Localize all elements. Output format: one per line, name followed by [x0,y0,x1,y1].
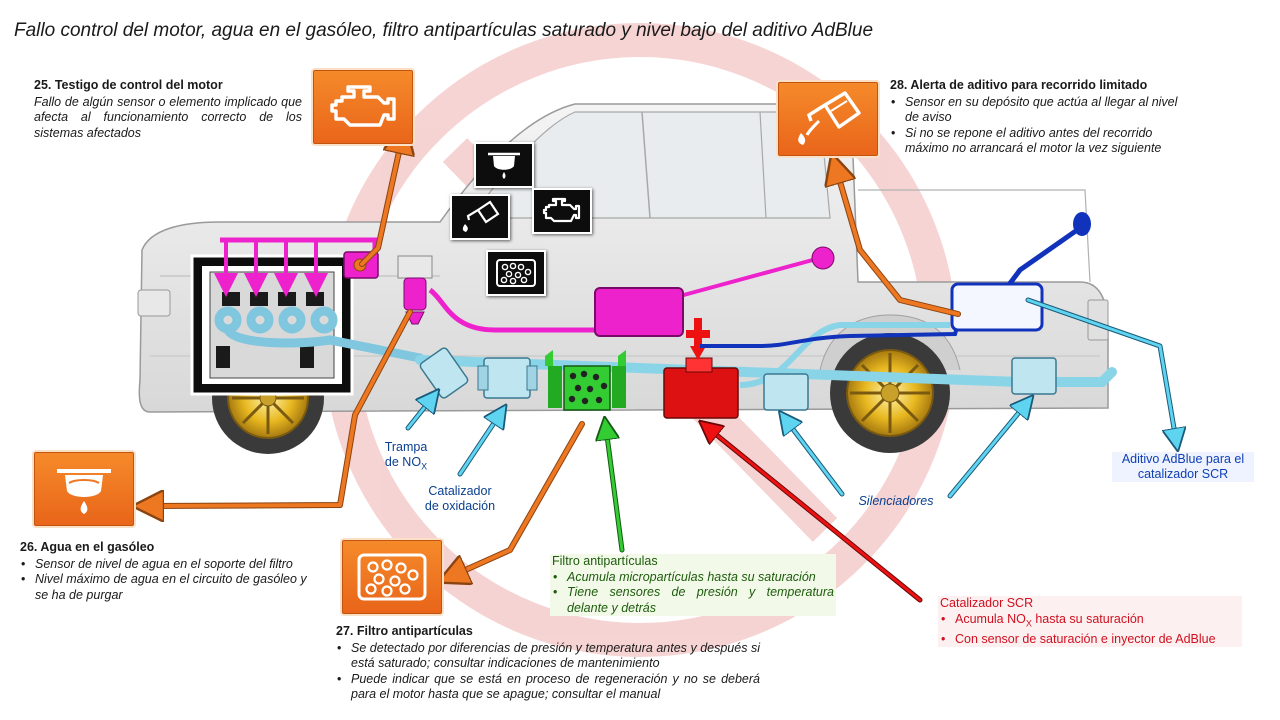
label-particle-filter-bullet: Tiene sensores de presión y temperatura … [552,585,834,616]
label-nox-trap: Trampa de NOX [370,440,442,475]
silencer-rear [1011,357,1057,395]
particle-filter-icon [357,553,427,601]
label-silencers: Silenciadores [858,494,934,508]
label-oxidation-catalyst: Catalizador de oxidación [412,484,508,514]
scr-catalyst-component [663,318,739,419]
label-scr-heading: Catalizador SCR [940,596,1034,610]
label-scr-bullet: Acumula NOX hasta su saturación [940,612,1240,632]
label-scr-catalyst: Catalizador SCR Acumula NOX hasta su sat… [938,596,1242,647]
block-particle-filter-warning-bullet: Se detectado por diferencias de presión … [336,641,760,672]
label-particle-filter-bullet: Acumula micropartículas hasta su saturac… [552,570,834,586]
mini-engine-check-icon [532,188,592,234]
particle-filter-icon [496,259,536,287]
block-particle-filter-warning: 27. Filtro antipartículas Se detectado p… [336,624,760,703]
mini-water-in-fuel-icon [474,142,534,188]
silencer-front [763,373,809,411]
label-nox-trap-line1: Trampa [384,440,428,454]
engine-block [190,237,425,396]
block-adblue-alert-bullet: Si no se repone el aditivo antes del rec… [890,126,1182,157]
block-adblue-alert: 28. Alerta de aditivo para recorrido lim… [890,78,1182,157]
label-scr-bullet1-sub: X [1025,618,1032,628]
fuel-filler [811,246,835,270]
label-nox-trap-sub: X [421,461,428,472]
block-engine-warning-heading: 25. Testigo de control del motor [34,78,223,92]
block-water-in-fuel-bullet: Sensor de nivel de agua en el soporte de… [20,557,322,573]
sensor-line-magenta [679,256,821,298]
block-particle-filter-warning-bullet: Puede indicar que se está en proceso de … [336,672,760,703]
particle-filter-tile [342,540,442,614]
adblue-filler [1073,212,1091,236]
page-title: Fallo control del motor, agua en el gasó… [14,20,874,41]
label-adblue-line2: catalizador SCR [1137,467,1229,481]
block-adblue-alert-heading: 28. Alerta de aditivo para recorrido lim… [890,78,1148,92]
nox-trap-component [419,347,469,399]
label-oxidation-line1: Catalizador [428,484,492,498]
adblue-alert-tile [778,82,878,156]
label-particle-filter: Filtro antipartículas Acumula micropartí… [550,554,836,616]
water-in-fuel-tile [34,452,134,526]
label-adblue-tank: Aditivo AdBlue para el catalizador SCR [1112,452,1254,482]
adblue-refill-icon [798,91,861,145]
block-engine-warning: 25. Testigo de control del motor Fallo d… [34,78,302,141]
block-water-in-fuel-heading: 26. Agua en el gasóleo [20,540,155,554]
block-adblue-alert-bullet: Sensor en su depósito que actúa al llega… [890,95,1182,126]
adblue-tank [950,282,1044,332]
adblue-refill-icon [462,200,500,232]
block-particle-filter-warning-heading: 27. Filtro antipartículas [336,624,473,638]
block-engine-warning-text: Fallo de algún sensor o elemento implica… [34,94,302,140]
engine-check-icon [330,85,396,127]
block-water-in-fuel: 26. Agua en el gasóleo Sensor de nivel d… [20,540,322,603]
block-water-in-fuel-bullet: Nivel máximo de agua en el circuito de g… [20,572,322,603]
label-scr-bullet1-prefix: Acumula NO [955,611,1026,626]
oxidation-catalyst-component [477,357,538,399]
engine-check-icon [542,197,581,223]
water-in-fuel-icon [57,469,111,514]
label-oxidation-line2: de oxidación [424,499,496,513]
mini-particle-filter-icon [486,250,546,296]
label-particle-filter-heading: Filtro antipartículas [552,554,658,568]
adblue-line [700,317,962,348]
label-scr-bullet1-suffix: hasta su saturación [1031,611,1144,626]
label-scr-bullet: Con sensor de saturación e inyector de A… [940,632,1240,648]
mini-adblue-icon [450,194,510,240]
particle-filter-component [545,350,626,411]
engine-warning-tile [313,70,413,144]
fuel-tank [594,287,684,337]
label-adblue-line1: Aditivo AdBlue para el [1121,452,1245,466]
label-nox-trap-line2: de NO [384,455,422,469]
water-in-fuel-icon [488,152,520,179]
rear-wheel [830,333,950,453]
